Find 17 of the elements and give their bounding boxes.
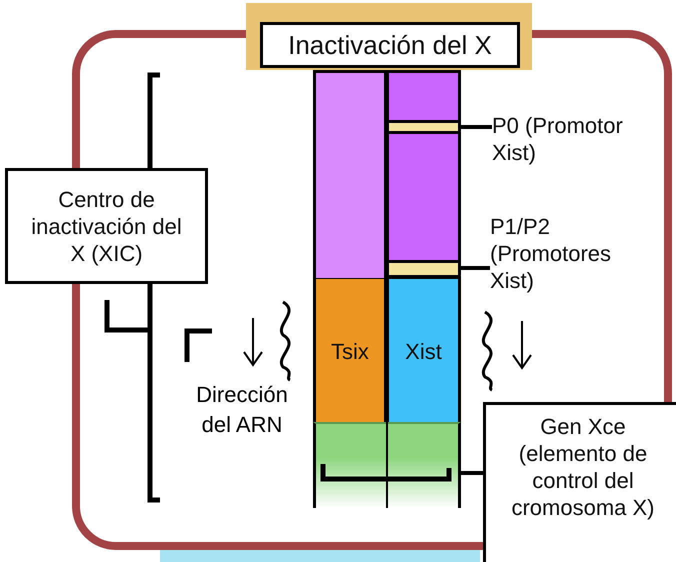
- label-box: Gen Xce (elemento de control del cromosoma X): [483, 402, 676, 562]
- chromosome-segment: [313, 70, 387, 278]
- title-box: Inactivación del X: [260, 22, 520, 68]
- gene-segment: Tsix: [313, 276, 387, 423]
- leader-line: [461, 266, 490, 270]
- caption-text: Dirección del ARN: [195, 381, 289, 439]
- callout-text: P1/P2 (Promotores Xist): [490, 210, 650, 296]
- label-box: Centro de inactivación del X (XIC): [5, 168, 208, 284]
- callout-text: P0 (Promotor Xist): [492, 110, 662, 168]
- chromosome-segment: [386, 132, 461, 263]
- promoter-band: [386, 120, 461, 134]
- gene-region: [313, 422, 461, 508]
- leader-line: [461, 471, 483, 475]
- promoter-band: [386, 260, 461, 278]
- leader-line: [461, 125, 492, 129]
- chromosome-segment: [386, 70, 461, 123]
- gene-segment: Xist: [386, 276, 461, 423]
